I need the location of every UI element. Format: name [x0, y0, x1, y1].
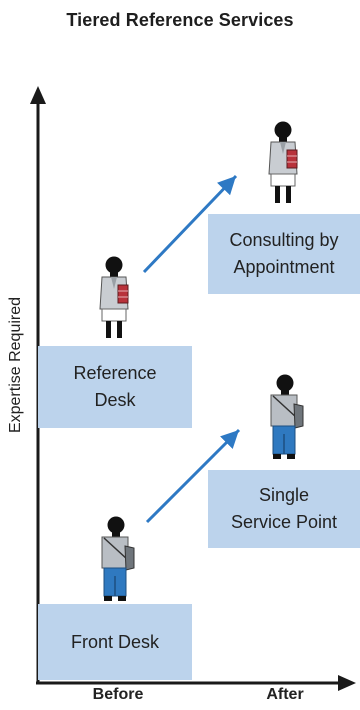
y-axis-arrow-icon	[30, 86, 46, 104]
x-axis-label-before: Before	[92, 686, 144, 703]
progress-arrow-icon	[145, 428, 241, 524]
progress-arrow-icon	[142, 174, 238, 274]
staff-figure-icon	[270, 373, 304, 460]
reference-desk-box: Reference Desk	[38, 346, 192, 428]
x-axis-arrow-icon	[338, 675, 356, 691]
diagram-title: Tiered Reference Services	[66, 10, 294, 30]
x-axis-label-after: After	[266, 686, 304, 703]
reference-desk-label-line1: Reference	[73, 363, 157, 383]
staff-figure-icon	[101, 515, 135, 602]
librarian-figure-icon	[268, 121, 298, 204]
front-desk-box: Front Desk	[38, 604, 192, 680]
consulting-box: Consulting by Appointment	[208, 214, 360, 294]
reference-desk-label-line2: Desk	[94, 390, 136, 410]
single-service-point-box: Single Service Point	[208, 470, 360, 548]
front-desk-label: Front Desk	[70, 631, 160, 652]
single-service-point-label-line2: Service Point	[230, 512, 338, 532]
single-service-point-label-line1: Single	[258, 485, 310, 505]
y-axis-label: Expertise Required	[7, 296, 24, 434]
x-axis	[36, 675, 356, 691]
consulting-label-line1: Consulting by	[229, 230, 339, 250]
librarian-figure-icon	[99, 256, 129, 339]
consulting-label-line2: Appointment	[233, 257, 335, 277]
